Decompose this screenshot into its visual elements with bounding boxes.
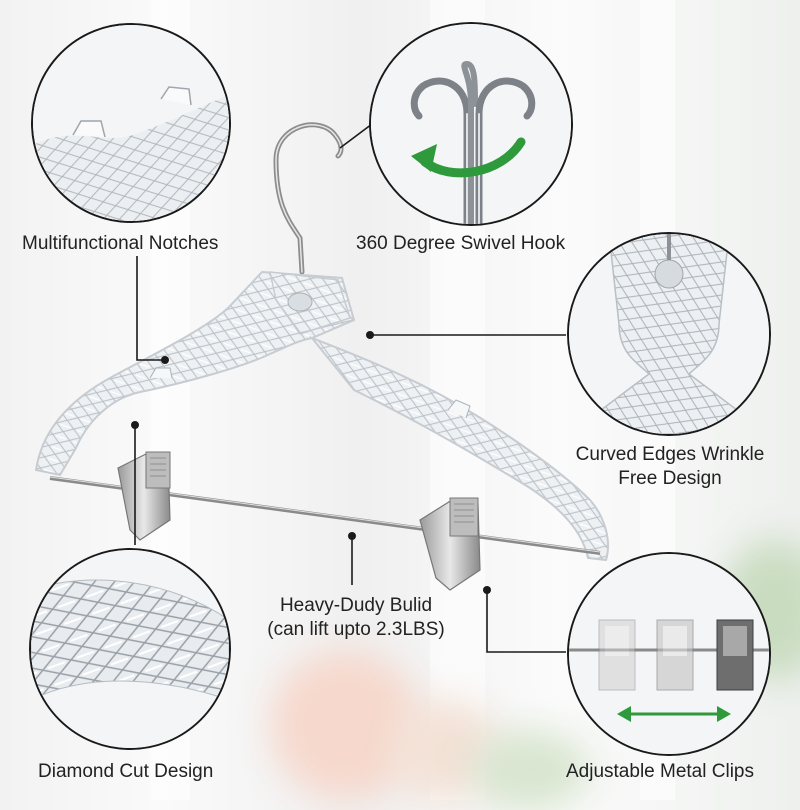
- swivel-arrow-icon: [411, 137, 526, 178]
- heavy-duty-label-line2: (can lift upto 2.3LBS): [267, 619, 445, 640]
- solid-clip: [716, 619, 754, 691]
- right-clip: [419, 497, 481, 591]
- callout-dots: [131, 331, 491, 594]
- blurred-leaves: [470, 730, 590, 810]
- notches-closeup: [33, 25, 229, 221]
- diamond-cut-closeup: [31, 550, 229, 748]
- curved-edges-label-line1: Curved Edges Wrinkle: [575, 444, 765, 465]
- notches-label: Multifunctional Notches: [22, 233, 219, 254]
- curved-edges-closeup: [569, 234, 769, 434]
- diamond-cut-label: Diamond Cut Design: [38, 761, 214, 782]
- notches-detail-circle: [31, 23, 231, 223]
- faded-clip-1: [598, 619, 636, 691]
- swivel-hook-label: 360 Degree Swivel Hook: [356, 233, 566, 254]
- curved-edges-detail-circle: [567, 232, 771, 436]
- hanger-hook: [273, 122, 344, 275]
- double-arrow-icon: [617, 706, 731, 722]
- metal-clips-label: Adjustable Metal Clips: [566, 761, 754, 782]
- callout-lines: [134, 123, 566, 653]
- curved-edges-label: Curved Edges Wrinkle Free Design: [564, 443, 776, 491]
- swivel-hook-detail-circle: [369, 22, 573, 226]
- heavy-duty-label-line1: Heavy-Dudy Bulid: [279, 595, 433, 616]
- metal-clips-closeup: [569, 554, 769, 754]
- diamond-cut-detail-circle: [29, 548, 231, 750]
- curved-edges-label-line2: Free Design: [618, 468, 722, 489]
- left-clip: [117, 451, 171, 541]
- swivel-hooks-closeup: [371, 24, 571, 224]
- heavy-duty-label: Heavy-Dudy Bulid (can lift upto 2.3LBS): [246, 594, 466, 642]
- hanger-body: [34, 270, 610, 562]
- blurred-flower: [270, 650, 420, 800]
- faded-clip-2: [656, 619, 694, 691]
- metal-clips-detail-circle: [567, 552, 771, 756]
